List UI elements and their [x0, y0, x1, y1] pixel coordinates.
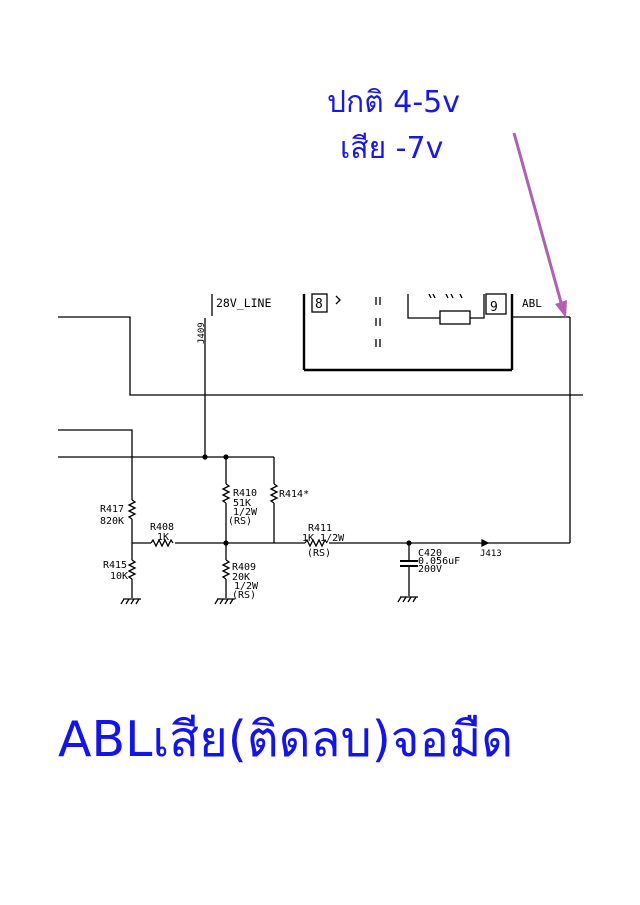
r410-value: 51K: [233, 498, 251, 509]
wire-upper: [58, 316, 583, 396]
annotation-fault-voltage: เสีย -7v: [340, 131, 444, 166]
r410-rating: 1/2W: [233, 507, 258, 518]
r408-resistor: [150, 538, 174, 548]
caption-title: ABLเสีย(ติดลบ)จอมืด: [58, 711, 514, 768]
tick-c: [445, 293, 449, 299]
r411-value: 1K 1/2W: [302, 533, 345, 544]
net-28v-line-label: 28V_LINE: [216, 296, 271, 310]
r417-value: 820K: [100, 516, 124, 527]
r409-type: (RS): [232, 590, 256, 601]
r417-ref: R417: [100, 504, 124, 515]
pin-8-box: [311, 293, 328, 313]
inner-lead-left: [407, 294, 440, 319]
inner-resistor: [439, 310, 471, 325]
r411-resistor: [304, 538, 328, 548]
r415-value: 10K: [110, 571, 128, 582]
net-abl-label: ABL: [522, 297, 542, 310]
annotation-normal-voltage: ปกติ 4-5v: [327, 85, 460, 120]
r410-type: (RS): [228, 516, 252, 527]
r414-resistor: [269, 483, 279, 504]
r409-ref: R409: [232, 562, 256, 573]
pin-9-label: 9: [490, 300, 498, 315]
tick-d: [450, 293, 454, 299]
tick-a: [428, 293, 432, 299]
j409-label: J409: [197, 322, 207, 344]
c420-ref: C420: [418, 548, 442, 559]
r415-ref: R415: [103, 560, 127, 571]
j413-label: J413: [480, 549, 502, 559]
r417-resistor: [127, 499, 137, 520]
c420-rating: 200V: [418, 564, 442, 575]
r408-value: 1K: [157, 532, 169, 543]
j413-marker: [481, 538, 490, 548]
r410-ref: R410: [233, 488, 257, 499]
c420-value: 0.056uF: [418, 556, 460, 567]
junction-dots: [202, 454, 412, 546]
r408-ref: R408: [150, 522, 174, 533]
r414-ref: R414*: [279, 489, 309, 500]
r410-resistor: [221, 483, 231, 504]
pin-8-label: 8: [315, 297, 323, 312]
tick-e: [459, 293, 463, 299]
pin-9-box: [485, 293, 507, 315]
inner-lead-right: [470, 294, 485, 319]
annotation-arrow: [512, 132, 567, 318]
r409-resistor: [221, 559, 231, 580]
r415-resistor: [127, 559, 137, 580]
pin-8-mark: [335, 295, 341, 305]
r411-ref: R411: [308, 523, 332, 534]
wire-r417-feed: [58, 429, 133, 500]
r411-type: (RS): [307, 548, 331, 559]
r409-value: 20K: [232, 572, 250, 583]
tick-b: [432, 293, 436, 299]
r409-rating: 1/2W: [234, 581, 259, 592]
